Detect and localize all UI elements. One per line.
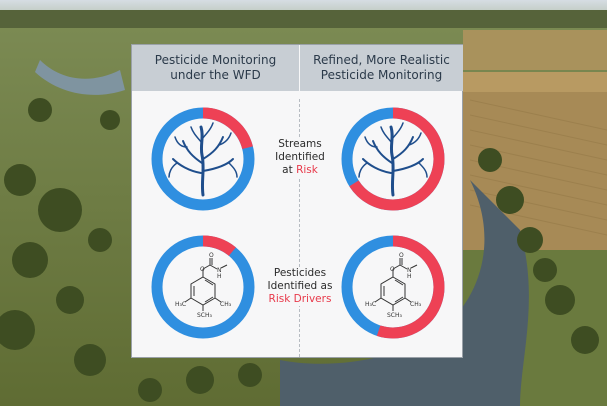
atom-sch3: SCH₃ <box>197 312 213 319</box>
molecule-structure-icon <box>374 258 418 311</box>
atom-n: N <box>217 267 222 274</box>
atom-o: O <box>399 252 404 259</box>
atom-o: O <box>200 266 205 273</box>
header-wfd: Pesticide Monitoring under the WFD <box>132 45 299 91</box>
label-pesticides-line1: Pesticides <box>273 267 327 279</box>
figure-panel: Pesticide Monitoring under the WFD Refin… <box>131 44 463 358</box>
header-refined-line2: Pesticide Monitoring <box>320 68 443 82</box>
label-streams-at-risk: Streams Identified at Risk <box>264 138 336 177</box>
risk-segment <box>151 235 255 339</box>
donut-pesticides-wfd: O O N H H₃C CH₃ SCH₃ <box>151 235 255 339</box>
label-risk-highlight: Risk <box>296 164 318 176</box>
header-divider <box>299 45 300 91</box>
atom-ch3: CH₃ <box>410 301 422 308</box>
atom-h: H <box>217 273 222 280</box>
donut-pesticides-refined: O O N H H₃C CH₃ SCH₃ <box>341 235 445 339</box>
header-wfd-line1: Pesticide Monitoring <box>154 53 277 67</box>
atom-n: N <box>407 267 412 274</box>
label-streams-prefix: at <box>282 164 297 176</box>
risk-segment <box>341 107 445 211</box>
label-streams-line1: Streams <box>278 138 322 150</box>
label-pesticides-risk-drivers: Pesticides Identified as Risk Drivers <box>260 267 340 306</box>
header-refined: Refined, More Realistic Pesticide Monito… <box>300 45 463 91</box>
atom-ch3: CH₃ <box>220 301 232 308</box>
header-wfd-line2: under the WFD <box>170 68 261 82</box>
center-dashed-divider <box>299 99 300 357</box>
label-streams-line2: Identified <box>275 151 325 163</box>
risk-segment <box>341 235 445 339</box>
atom-h: H <box>407 273 412 280</box>
donut-streams-wfd <box>151 107 255 211</box>
risk-segment <box>151 107 255 211</box>
atom-h3c: H₃C <box>365 301 376 308</box>
label-streams-line3: at Risk <box>264 164 336 177</box>
donut-streams-refined <box>341 107 445 211</box>
header-refined-line1: Refined, More Realistic <box>313 53 450 67</box>
river-network-icon <box>358 122 428 197</box>
atom-o: O <box>390 266 395 273</box>
molecule-structure-icon <box>184 258 228 311</box>
label-risk-drivers-highlight: Risk Drivers <box>268 293 332 305</box>
label-pesticides-line2: Identified as <box>267 280 333 292</box>
river-network-icon <box>168 122 238 197</box>
atom-h3c: H₃C <box>175 301 186 308</box>
atom-o: O <box>209 252 214 259</box>
no-risk-ring <box>151 235 255 339</box>
atom-sch3: SCH₃ <box>387 312 403 319</box>
